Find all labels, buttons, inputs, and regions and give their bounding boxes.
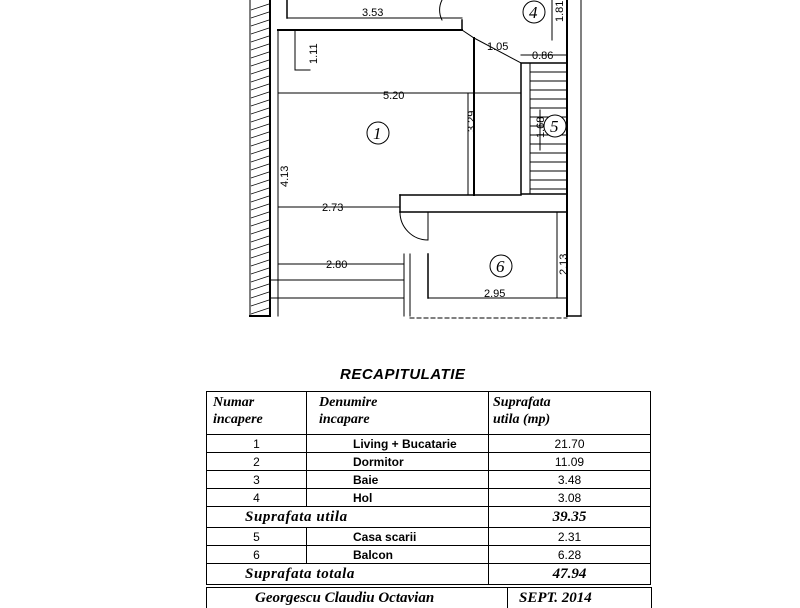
hatch-line <box>250 11 270 19</box>
table-row: 6 Balcon 6.28 <box>206 545 651 564</box>
hatch-line <box>250 51 270 59</box>
dim-1-11: 1.11 <box>308 43 320 64</box>
hatch-line <box>250 227 270 235</box>
table-row: 5 Casa scarii 2.31 <box>206 527 651 546</box>
hatch-line <box>250 267 270 275</box>
recap-table: Numar incapere Denumire incapare Suprafa… <box>206 391 651 585</box>
hatch-line <box>250 99 270 107</box>
total-row: Suprafata totala 47.94 <box>206 563 651 585</box>
hatch-line <box>250 179 270 187</box>
hatch-line <box>250 171 270 179</box>
room-marker-6: 6 <box>489 254 513 278</box>
dim-1-68: 1.68 <box>535 117 547 138</box>
footer-divider <box>507 588 508 608</box>
hatch-line <box>250 219 270 227</box>
hatch-line <box>250 299 270 307</box>
table-row: 4 Hol 3.08 <box>206 488 651 507</box>
hatch-line <box>250 275 270 283</box>
dim-2-13: 2.13 <box>558 254 570 275</box>
hatch-line <box>250 235 270 243</box>
subtotal-row: Suprafata utila 39.35 <box>206 506 651 528</box>
hatch-line <box>250 59 270 67</box>
hatch-line <box>250 67 270 75</box>
hatch-line <box>250 35 270 43</box>
author-name: Georgescu Claudiu Octavian <box>255 590 435 606</box>
hatch-line <box>250 19 270 27</box>
hatch-line <box>250 91 270 99</box>
recap-title: RECAPITULATIE <box>340 366 466 383</box>
hatch-line <box>250 27 270 35</box>
hatch-line <box>250 83 270 91</box>
hatch-line <box>250 211 270 219</box>
header-area: Suprafata utila (mp) <box>488 391 651 435</box>
hatch-line <box>250 291 270 299</box>
svg-text:6: 6 <box>496 257 505 276</box>
hatch-line <box>250 139 270 147</box>
dim-0-86: 0.86 <box>532 50 553 62</box>
header-number: Numar incapere <box>206 391 307 435</box>
dim-3-29: 3.29 <box>466 111 478 132</box>
dim-1-81: 1.81 <box>554 1 566 22</box>
staircase <box>520 62 568 195</box>
hatch-line <box>250 187 270 195</box>
hatch-line <box>250 107 270 115</box>
table-row: 1 Living + Bucatarie 21.70 <box>206 434 651 453</box>
table-row: 3 Baie 3.48 <box>206 470 651 489</box>
hatch-line <box>250 115 270 123</box>
dim-1-05: 1.05 <box>487 41 508 53</box>
header-name: Denumire incapare <box>306 391 489 435</box>
dim-2-95: 2.95 <box>484 288 505 300</box>
door-swing-top <box>439 0 443 21</box>
hatch-line <box>250 203 270 211</box>
svg-text:4: 4 <box>529 3 538 22</box>
hatch-line <box>250 195 270 203</box>
hatch-line <box>250 123 270 131</box>
room-marker-1: 1 <box>366 121 390 145</box>
door-swing-balcony <box>399 211 429 241</box>
recap-header-row: Numar incapere Denumire incapare Suprafa… <box>206 391 651 435</box>
author-date-row: Georgescu Claudiu Octavian SEPT. 2014 <box>206 587 652 608</box>
hatch-line <box>250 155 270 163</box>
hatch-line <box>250 283 270 291</box>
hatch-line <box>250 307 270 315</box>
svg-text:5: 5 <box>550 117 559 136</box>
room-marker-4: 4 <box>522 0 546 24</box>
dim-3-53: 3.53 <box>362 7 383 19</box>
svg-text:1: 1 <box>373 124 382 143</box>
dim-2-73: 2.73 <box>322 202 343 214</box>
table-row: 2 Dormitor 11.09 <box>206 452 651 471</box>
hatch-line <box>250 3 270 11</box>
hatch-line <box>250 43 270 51</box>
dim-2-80: 2.80 <box>326 259 347 271</box>
drawing-date: SEPT. 2014 <box>519 590 592 606</box>
hatch-line <box>250 75 270 83</box>
dim-5-20: 5.20 <box>383 90 404 102</box>
hatch-line <box>250 259 270 267</box>
hatch-line <box>250 131 270 139</box>
hatch-line <box>250 147 270 155</box>
hatch-line <box>250 251 270 259</box>
dim-4-13: 4.13 <box>279 166 291 187</box>
hatch-line <box>250 243 270 251</box>
room-marker-5: 5 <box>543 114 567 138</box>
wall-hatching <box>250 3 270 315</box>
hatch-line <box>250 163 270 171</box>
